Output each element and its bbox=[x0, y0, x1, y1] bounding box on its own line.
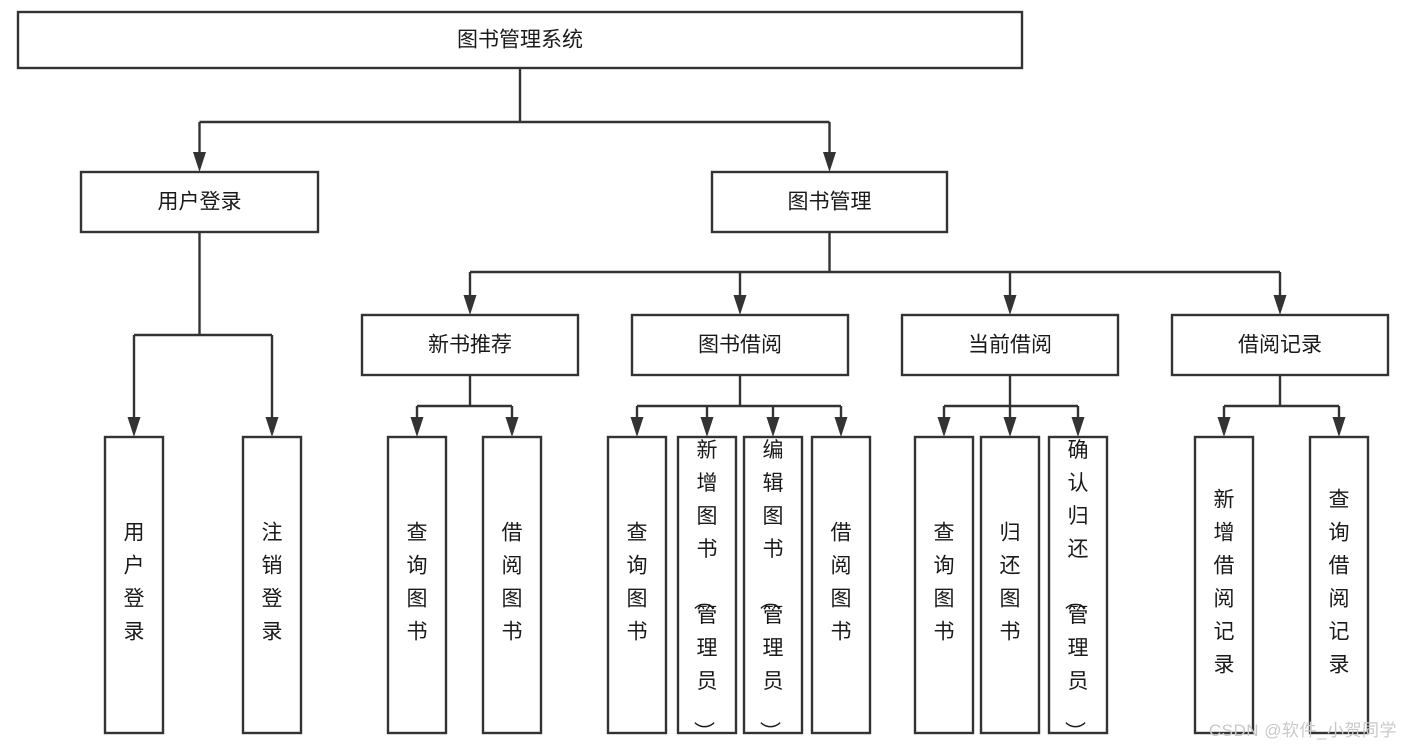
arrow-head-icon bbox=[937, 417, 951, 437]
node-box[interactable] bbox=[1170, 313, 1390, 377]
node-label: 归还图书 bbox=[1000, 522, 1021, 644]
connector-layer bbox=[127, 68, 1346, 437]
node-box[interactable] bbox=[1047, 435, 1109, 735]
node-current-borrow[interactable]: 当前借阅 bbox=[900, 313, 1120, 377]
node-box[interactable] bbox=[1193, 435, 1255, 735]
node-label: 当前借阅 bbox=[968, 334, 1052, 357]
node-leaf-query-record[interactable]: 查询借阅记录 bbox=[1308, 435, 1370, 735]
arrow-head-icon bbox=[700, 417, 714, 437]
node-book-borrow[interactable]: 图书借阅 bbox=[630, 313, 850, 377]
connector-group bbox=[630, 375, 848, 437]
node-label: 查询图书 bbox=[934, 522, 955, 644]
node-label: 新增借阅记录 bbox=[1214, 489, 1235, 677]
node-label: 借阅图书 bbox=[831, 522, 852, 644]
node-book-manage[interactable]: 图书管理 bbox=[710, 170, 949, 234]
node-leaf-query-book-cur[interactable]: 查询图书 bbox=[913, 435, 975, 735]
node-label: 新书推荐 bbox=[428, 334, 512, 357]
connector-group bbox=[1217, 375, 1346, 437]
arrow-head-icon bbox=[1217, 417, 1231, 437]
connector-group bbox=[193, 68, 836, 172]
node-box[interactable] bbox=[630, 313, 850, 377]
connector-group bbox=[937, 375, 1085, 437]
arrow-head-icon bbox=[1071, 417, 1085, 437]
arrow-head-icon bbox=[1003, 295, 1017, 315]
node-label: 用户登录 bbox=[158, 191, 242, 214]
node-label: 编辑图书（管理员） bbox=[758, 439, 784, 742]
node-box[interactable] bbox=[79, 170, 320, 234]
node-leaf-borrow-book-rec[interactable]: 借阅图书 bbox=[481, 435, 543, 735]
node-root-system[interactable]: 图书管理系统 bbox=[16, 10, 1024, 70]
node-box[interactable] bbox=[1308, 435, 1370, 735]
node-new-book-recommend[interactable]: 新书推荐 bbox=[360, 313, 580, 377]
node-leaf-add-book[interactable]: 新增图书（管理员） bbox=[676, 435, 738, 742]
node-leaf-edit-book[interactable]: 编辑图书（管理员） bbox=[742, 435, 804, 742]
arrow-head-icon bbox=[834, 417, 848, 437]
arrow-head-icon bbox=[630, 417, 644, 437]
connector-group bbox=[127, 232, 279, 437]
arrow-head-icon bbox=[823, 152, 836, 172]
arrow-head-icon bbox=[505, 417, 519, 437]
node-box[interactable] bbox=[16, 10, 1024, 70]
arrow-head-icon bbox=[733, 295, 747, 315]
node-label: 图书管理系统 bbox=[457, 29, 583, 52]
arrow-head-icon bbox=[1332, 417, 1346, 437]
arrow-head-icon bbox=[193, 152, 206, 172]
node-leaf-query-book-rec[interactable]: 查询图书 bbox=[386, 435, 448, 735]
node-box[interactable] bbox=[676, 435, 738, 735]
node-label: 借阅图书 bbox=[502, 522, 523, 644]
node-box[interactable] bbox=[913, 435, 975, 735]
node-label: 确认归还（管理员） bbox=[1063, 439, 1089, 742]
node-leaf-logout[interactable]: 注销登录 bbox=[241, 435, 303, 735]
node-leaf-confirm-return[interactable]: 确认归还（管理员） bbox=[1047, 435, 1109, 742]
node-leaf-return-book[interactable]: 归还图书 bbox=[979, 435, 1041, 735]
node-box[interactable] bbox=[606, 435, 668, 735]
node-box[interactable] bbox=[742, 435, 804, 735]
node-box[interactable] bbox=[386, 435, 448, 735]
node-leaf-user-login[interactable]: 用户登录 bbox=[103, 435, 165, 735]
node-label: 注销登录 bbox=[262, 522, 283, 644]
connector-group bbox=[410, 375, 519, 437]
node-box[interactable] bbox=[103, 435, 165, 735]
node-box[interactable] bbox=[810, 435, 872, 735]
node-box[interactable] bbox=[360, 313, 580, 377]
node-layer: 图书管理系统用户登录图书管理新书推荐图书借阅当前借阅借阅记录用户登录注销登录查询… bbox=[16, 10, 1390, 742]
node-borrow-record[interactable]: 借阅记录 bbox=[1170, 313, 1390, 377]
node-label: 查询图书 bbox=[407, 522, 428, 644]
node-leaf-borrow-book[interactable]: 借阅图书 bbox=[810, 435, 872, 735]
node-label: 借阅记录 bbox=[1238, 334, 1322, 357]
node-box[interactable] bbox=[900, 313, 1120, 377]
arrow-head-icon bbox=[410, 417, 424, 437]
arrow-head-icon bbox=[265, 417, 279, 437]
node-box[interactable] bbox=[710, 170, 949, 234]
node-label: 图书借阅 bbox=[698, 334, 782, 357]
node-label: 查询借阅记录 bbox=[1329, 489, 1350, 677]
node-label: 查询图书 bbox=[627, 522, 648, 644]
node-user-login[interactable]: 用户登录 bbox=[79, 170, 320, 234]
node-label: 图书管理 bbox=[788, 191, 872, 214]
node-box[interactable] bbox=[241, 435, 303, 735]
arrow-head-icon bbox=[1273, 295, 1287, 315]
node-leaf-query-book-borrow[interactable]: 查询图书 bbox=[606, 435, 668, 735]
arrow-head-icon bbox=[1003, 417, 1017, 437]
arrow-head-icon bbox=[766, 417, 780, 437]
node-label: 用户登录 bbox=[124, 522, 145, 644]
node-leaf-add-record[interactable]: 新增借阅记录 bbox=[1193, 435, 1255, 735]
node-box[interactable] bbox=[979, 435, 1041, 735]
node-box[interactable] bbox=[481, 435, 543, 735]
node-label: 新增图书（管理员） bbox=[692, 439, 718, 742]
arrow-head-icon bbox=[127, 417, 141, 437]
arrow-head-icon bbox=[463, 295, 477, 315]
connector-group bbox=[463, 232, 1287, 315]
